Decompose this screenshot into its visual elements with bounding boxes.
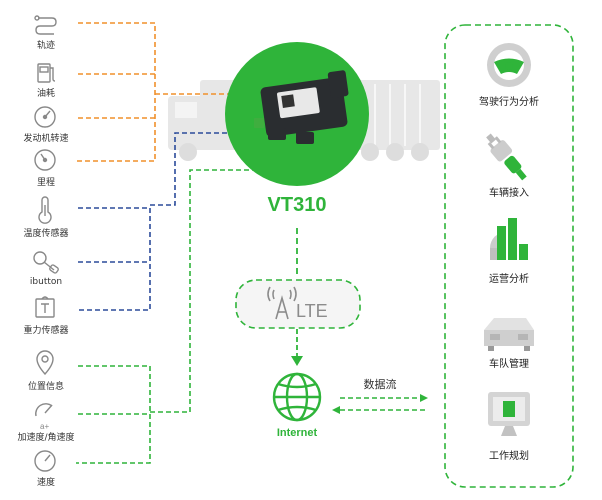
sensor-label-ibutton: ibutton xyxy=(29,277,63,287)
sensor-label-fuel: 油耗 xyxy=(36,89,56,99)
monitor-icon xyxy=(488,392,530,436)
app-label-work-planning: 工作规划 xyxy=(489,451,529,462)
app-label-vehicle-access: 车辆接入 xyxy=(489,188,529,199)
sensor-label-weight: 重力传感器 xyxy=(23,326,69,336)
blue-connectors xyxy=(76,132,245,311)
sensor-label-odometer: 里程 xyxy=(36,178,56,188)
sensor-label-track: 轨迹 xyxy=(36,41,56,51)
engine-rpm-icon xyxy=(34,106,56,128)
green-connectors-left xyxy=(76,169,260,464)
odometer-icon xyxy=(34,149,56,171)
globe-icon xyxy=(272,372,322,422)
vt310-device-image xyxy=(254,70,349,144)
location-pin-icon xyxy=(36,350,54,376)
sensor-label-location: 位置信息 xyxy=(27,382,65,392)
thermometer-icon xyxy=(38,196,52,224)
lte-label: LTE xyxy=(296,301,328,321)
speedometer-icon xyxy=(34,450,56,472)
internet-label: Internet xyxy=(276,427,318,439)
device-name: VT310 xyxy=(267,194,327,216)
app-label-operation-analysis: 运营分析 xyxy=(489,274,529,285)
orange-connectors xyxy=(76,22,235,162)
bar-chart-icon xyxy=(490,218,528,260)
plug-connect-icon xyxy=(486,133,527,181)
ibutton-icon xyxy=(33,251,59,274)
data-flow-label: 数据流 xyxy=(363,378,397,391)
sensor-label-speed: 速度 xyxy=(36,478,56,488)
down-arrow-icon xyxy=(291,356,303,366)
fuel-icon xyxy=(37,63,56,83)
weight-sensor-icon xyxy=(35,296,55,318)
sensor-label-acceleration: 加速度/角速度 xyxy=(17,433,75,443)
acceleration-icon: a+ xyxy=(35,403,53,431)
app-label-driving-behavior: 驾驶行为分析 xyxy=(479,97,539,108)
data-flow-arrows xyxy=(332,394,428,414)
track-icon xyxy=(34,15,57,35)
lte-antenna-icon xyxy=(267,286,297,320)
svg-text:a+: a+ xyxy=(40,422,49,431)
app-label-fleet-management: 车队管理 xyxy=(489,359,529,370)
steering-wheel-icon xyxy=(487,43,531,87)
lte-box xyxy=(235,279,361,329)
vehicle-box-icon xyxy=(484,318,534,351)
sensor-label-temperature: 温度传感器 xyxy=(23,229,69,239)
sensor-label-engine-rpm: 发动机转速 xyxy=(23,134,69,144)
